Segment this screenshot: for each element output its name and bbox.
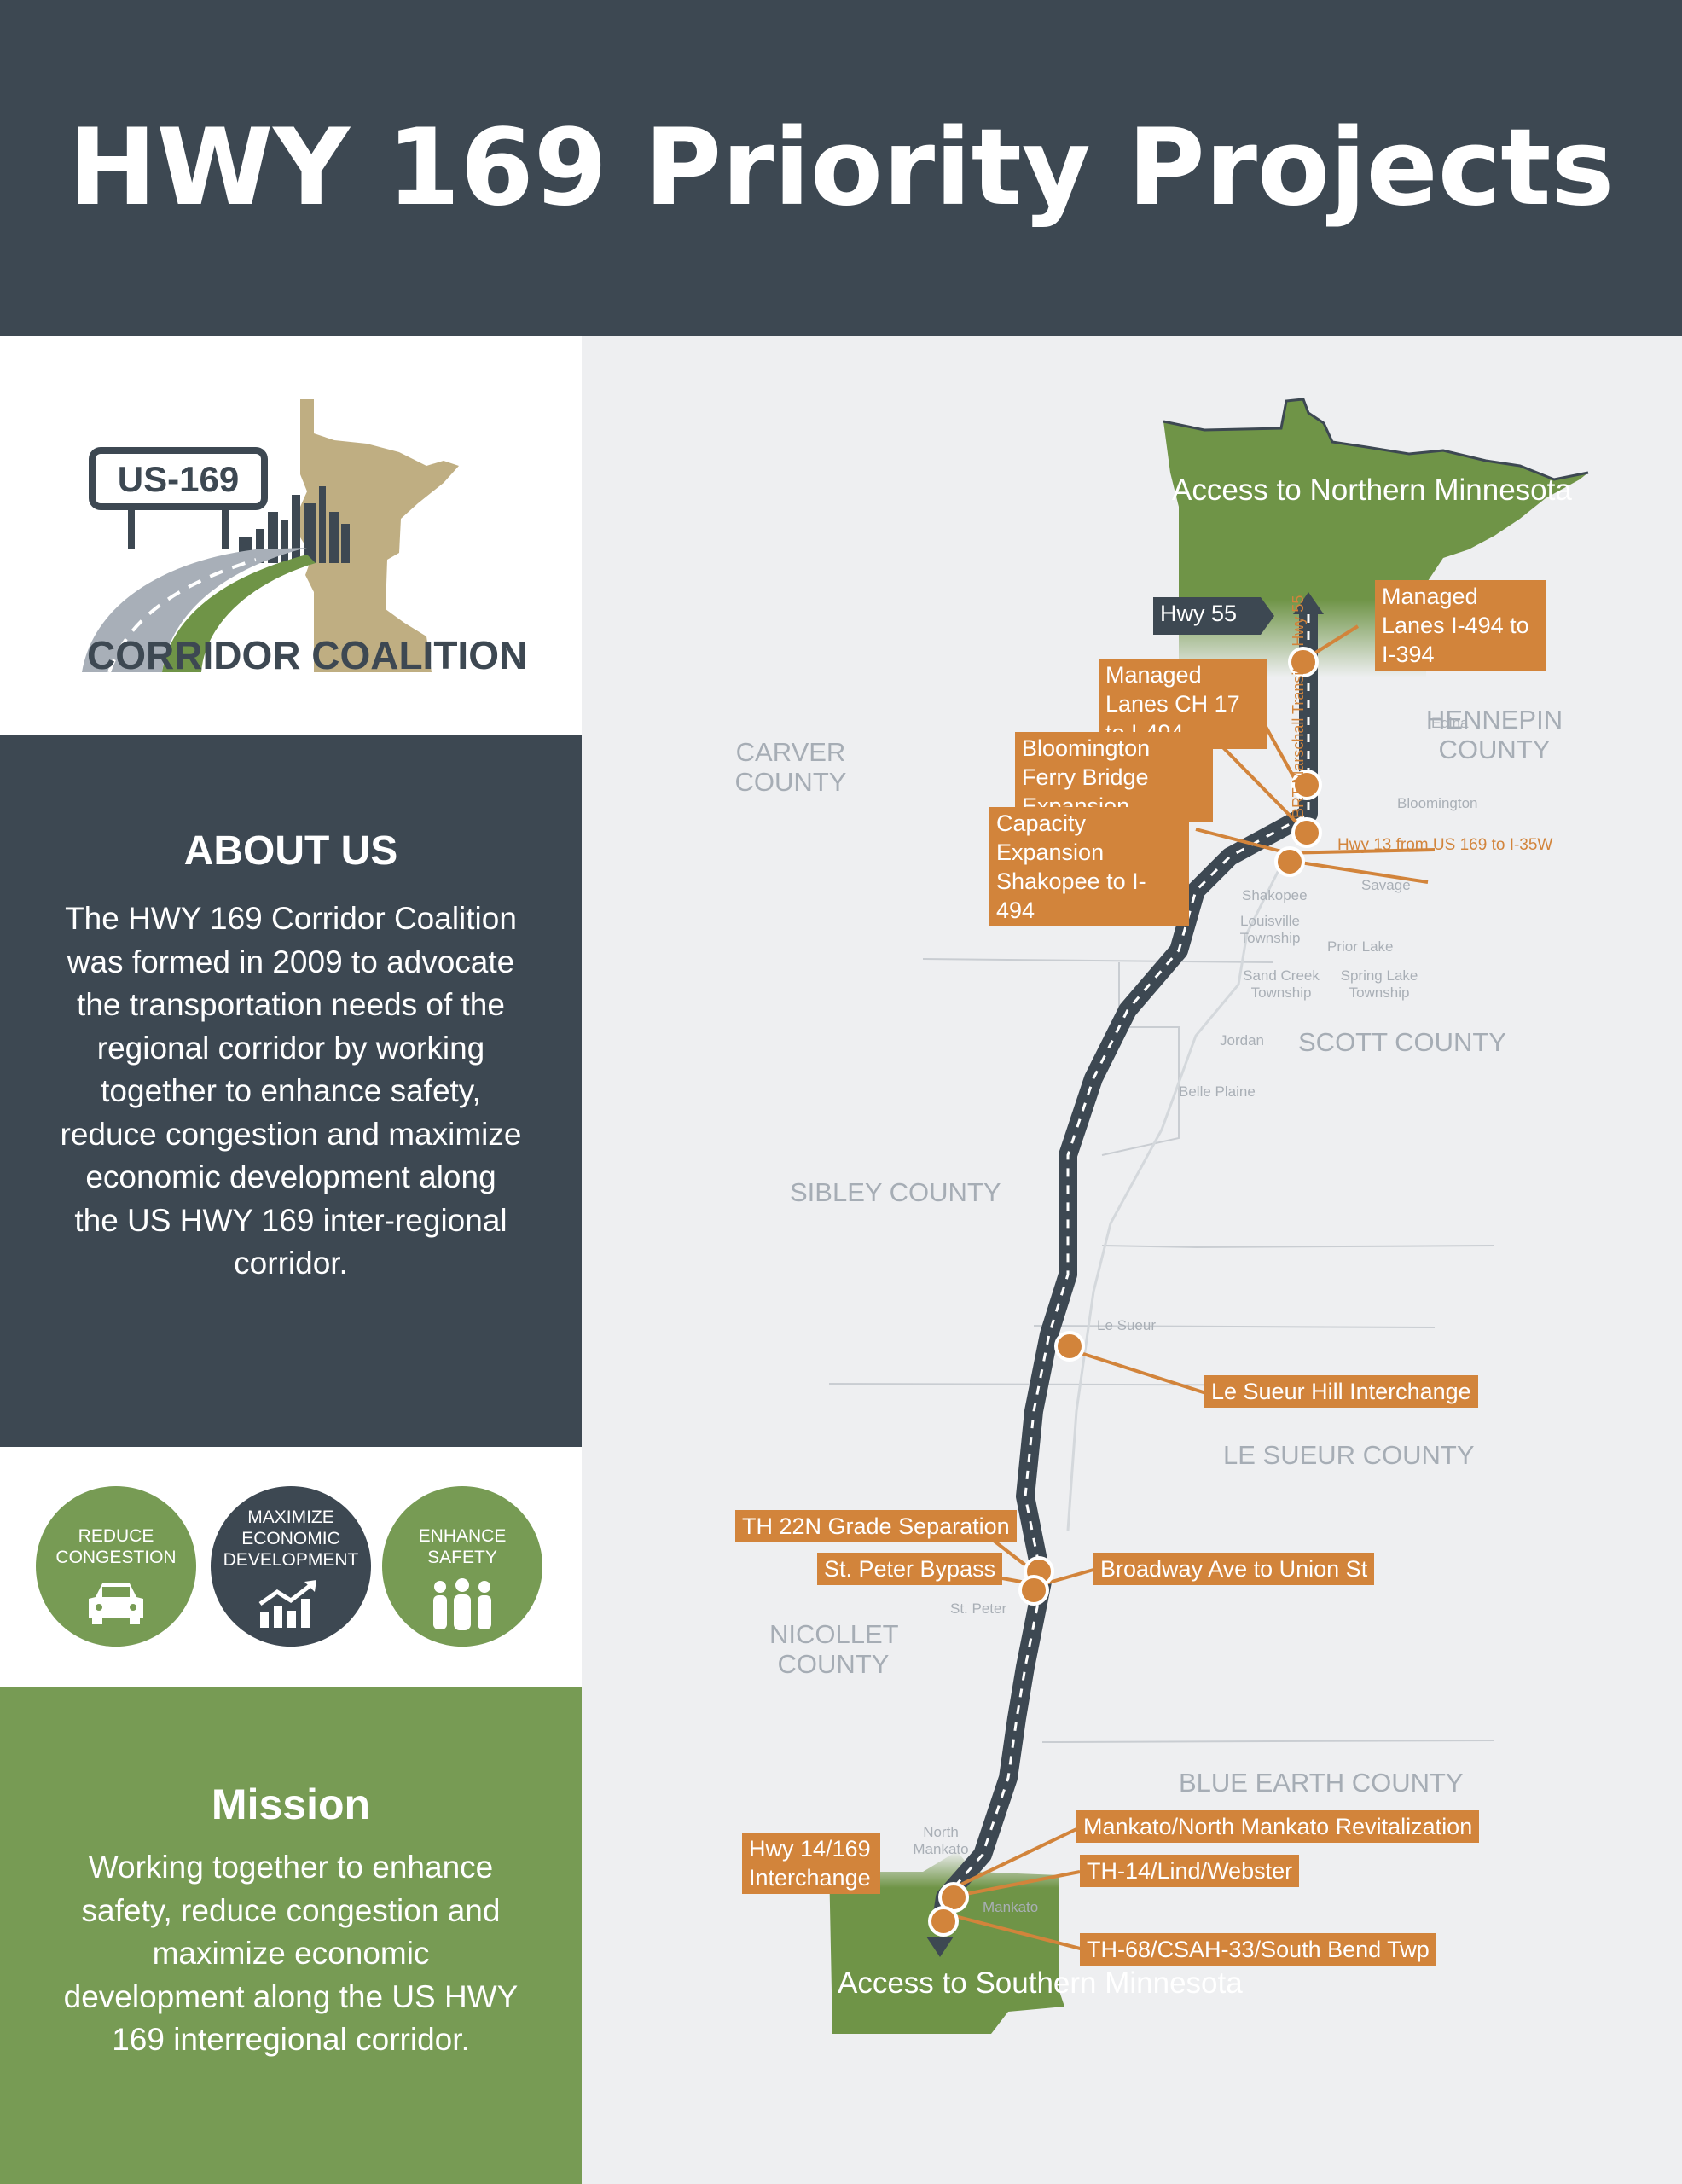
pillar-label: MAXIMIZE ECONOMIC DEVELOPMENT: [223, 1507, 359, 1570]
logo-coalition-text: CORRIDOR COALITION: [87, 633, 527, 677]
county-le-sueur: LE SUEUR COUNTY: [1223, 1440, 1475, 1470]
minnesota-shape-icon: [300, 399, 459, 672]
skyline-icon: [239, 486, 350, 563]
town-savage: Savage: [1361, 877, 1411, 893]
town-le-sueur: Le Sueur: [1097, 1317, 1156, 1333]
about-body: The HWY 169 Corridor Coalition was forme…: [60, 901, 522, 1281]
car-icon: [89, 1583, 143, 1624]
road-icon: [82, 548, 307, 672]
project-capacity-expansion: Capacity Expansion Shakopee to I-494: [989, 807, 1189, 926]
pillar-enhance-safety: ENHANCE SAFETY: [382, 1486, 542, 1647]
south-area-label: Access to Southern Minnesota: [838, 1966, 1243, 2000]
project-mankato-revitalization: Mankato/North Mankato Revitalization: [1076, 1810, 1480, 1843]
mission-section: Mission Working together to enhance safe…: [0, 1687, 582, 2184]
map-graphic: [828, 398, 1589, 2034]
pillars-section: REDUCE CONGESTION MAXIMIZE ECONOMIC DEVE…: [0, 1447, 582, 1687]
project-th22n: TH 22N Grade Separation: [735, 1510, 1017, 1542]
county-blue-earth: BLUE EARTH COUNTY: [1179, 1768, 1464, 1798]
county-sibley: SIBLEY COUNTY: [790, 1177, 1001, 1207]
pillar-reduce-congestion: REDUCE CONGESTION: [36, 1486, 196, 1647]
town-edina: Edina: [1431, 715, 1469, 731]
county-nicollet: NICOLLET COUNTY: [769, 1619, 899, 1679]
logo-sign-text: US-169: [118, 459, 239, 499]
town-belle-plaine: Belle Plaine: [1179, 1083, 1256, 1100]
corridor-map: Access to Northern Minnesota Access to S…: [582, 336, 1682, 2184]
people-icon: [433, 1578, 491, 1630]
page-title: HWY 169 Priority Projects: [67, 107, 1615, 229]
growth-chart-icon: [258, 1580, 316, 1628]
project-managed-lanes-494-394: Managed Lanes I-494 to I-394: [1375, 580, 1546, 671]
project-th14-lind: TH-14/Lind/Webster: [1080, 1855, 1300, 1887]
town-prior-lake: Prior Lake: [1327, 938, 1394, 955]
town-shakopee: Shakopee: [1242, 887, 1308, 903]
hwy-55-tag: [1153, 597, 1274, 635]
project-le-sueur-hill: Le Sueur Hill Interchange: [1204, 1375, 1478, 1408]
project-markers: [928, 647, 1322, 1937]
town-louisville: Louisville Township: [1239, 913, 1301, 946]
project-th68: TH-68/CSAH-33/South Bend Twp: [1080, 1933, 1436, 1966]
pillar-label: REDUCE CONGESTION: [55, 1526, 177, 1567]
pillar-label: ENHANCE SAFETY: [418, 1526, 507, 1567]
about-heading: ABOUT US: [183, 828, 398, 874]
county-hennepin: HENNEPIN COUNTY: [1425, 705, 1563, 764]
town-north-mankato: North Mankato: [913, 1824, 969, 1857]
county-carver: CARVER COUNTY: [734, 737, 847, 797]
coalition-logo: US-169 CORRIDOR COALITION: [82, 399, 527, 677]
project-st-peter-bypass: St. Peter Bypass: [817, 1553, 1003, 1585]
town-bloomington: Bloomington: [1397, 795, 1478, 811]
county-boundaries: [828, 958, 1495, 1743]
brt-label: BRT Marschall Transit to Hwy 55: [1290, 595, 1307, 818]
project-hwy14-169: Hwy 14/169 Interchange: [742, 1833, 880, 1894]
town-st-peter: St. Peter: [950, 1600, 1007, 1617]
north-minnesota-area: [1163, 399, 1588, 677]
hwy-13-label: Hwy 13 from US 169 to I-35W: [1337, 836, 1553, 854]
town-jordan: Jordan: [1220, 1032, 1264, 1048]
north-area-label: Access to Northern Minnesota: [1172, 473, 1572, 507]
town-spring-lake: Spring Lake Township: [1340, 967, 1418, 1001]
pillar-maximize-economic-development: MAXIMIZE ECONOMIC DEVELOPMENT: [211, 1486, 371, 1647]
mission-heading: Mission: [211, 1780, 371, 1828]
page-header: HWY 169 Priority Projects: [0, 0, 1682, 336]
town-mankato: Mankato: [983, 1899, 1039, 1915]
logo-panel: US-169 CORRIDOR COALITION: [0, 336, 582, 735]
town-sand-creek: Sand Creek Township: [1243, 967, 1320, 1001]
project-broadway: Broadway Ave to Union St: [1093, 1553, 1375, 1585]
hwy-55-label: Hwy 55: [1160, 601, 1238, 626]
about-section: ABOUT US The HWY 169 Corridor Coalition …: [0, 735, 582, 1447]
mission-body: Working together to enhance safety, redu…: [63, 1850, 519, 2057]
county-scott: SCOTT COUNTY: [1298, 1027, 1506, 1057]
south-arrow-icon: [926, 1937, 954, 1957]
north-arrow-icon: [1293, 592, 1324, 614]
